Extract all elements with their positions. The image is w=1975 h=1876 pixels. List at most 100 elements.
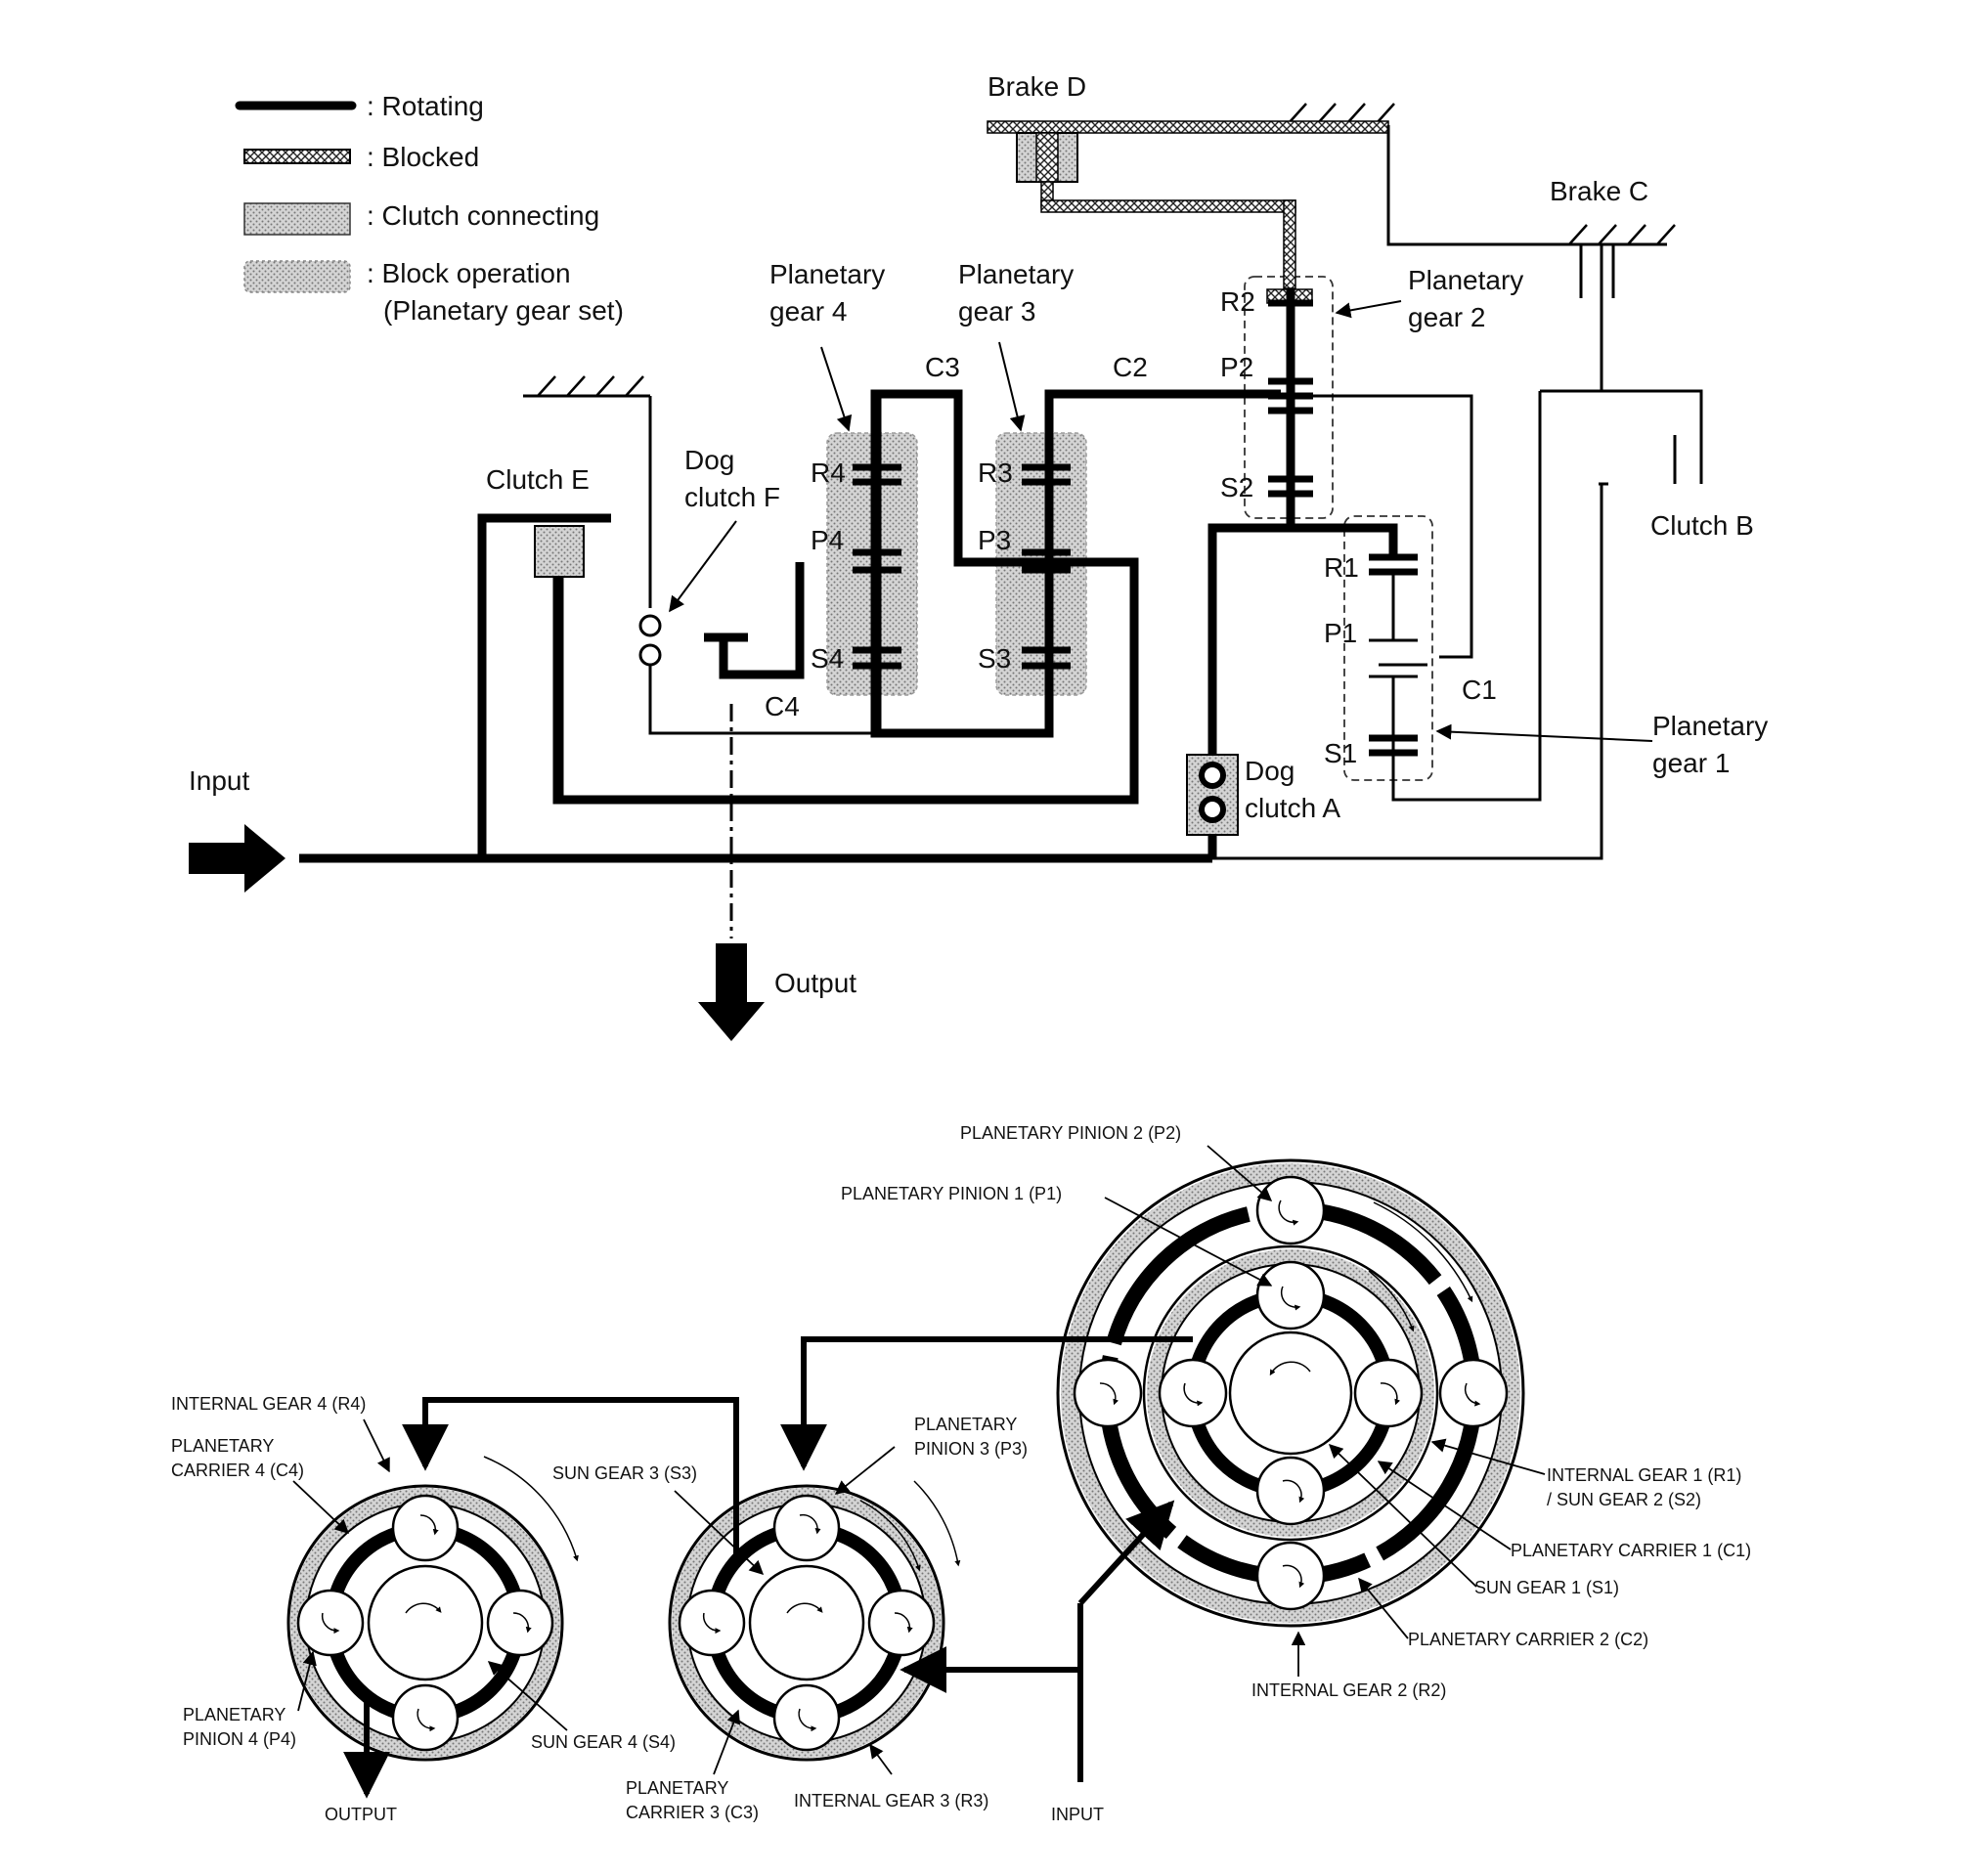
output-arrow: [698, 943, 765, 1041]
planetary-pinion-3-bottom: [772, 1683, 841, 1752]
gear-view: PLANETARY PINION 2 (P2) PLANETARY PINION…: [171, 1123, 1751, 1824]
c1-label: C1: [1462, 675, 1497, 705]
brake-d-pack-core: [1035, 132, 1059, 183]
dog-clutch-a-label-1: Dog: [1245, 756, 1295, 786]
r1-label: R1: [1324, 552, 1359, 583]
brake-d-drop: [1283, 199, 1296, 289]
planetary-gear-3-label-1: Planetary: [958, 259, 1074, 289]
planetary-gear-2-label-1: Planetary: [1408, 265, 1523, 295]
planetary-pinion-3-label-1: PLANETARY: [914, 1415, 1017, 1434]
c4-label: C4: [765, 691, 800, 721]
internal-gear-1-label-2: / SUN GEAR 2 (S2): [1547, 1490, 1701, 1509]
c2-label: C2: [1113, 352, 1148, 382]
planetary-pinion-2-left: [1073, 1358, 1143, 1428]
planetary-pinion-3-label-2: PINION 3 (P3): [914, 1439, 1028, 1459]
schematic-pointers: [669, 300, 1653, 742]
planetary-pinion-2-label: PLANETARY PINION 2 (P2): [960, 1123, 1181, 1143]
thin-lines: [648, 125, 1703, 860]
clutch-e-plates: [534, 525, 585, 578]
legend: : Rotating : Blocked : Clutch connecting…: [235, 91, 624, 326]
gear-view-leaders: [292, 1145, 1546, 1775]
planetary-pinion-4-left: [296, 1589, 365, 1657]
s1-label: S1: [1324, 738, 1357, 768]
dog-clutch-f-label-2: clutch F: [684, 482, 780, 512]
output-label-gear-view: OUTPUT: [325, 1805, 397, 1824]
dog-clutch-a-upper: [1199, 762, 1226, 789]
s4-label: S4: [811, 643, 844, 674]
planetary-gear-2-label-2: gear 2: [1408, 302, 1485, 332]
legend-blocked-label: : Blocked: [367, 142, 479, 172]
pg1-pg2-gearset: [1056, 1158, 1525, 1628]
s2-label: S2: [1220, 472, 1253, 502]
pg3-gearset: [668, 1480, 961, 1762]
p2-label: P2: [1220, 352, 1253, 382]
p4-label: P4: [811, 525, 844, 555]
planetary-carrier-3-label-1: PLANETARY: [626, 1778, 728, 1798]
sun-gear-4-label: SUN GEAR 4 (S4): [531, 1732, 676, 1752]
planetary-pinion-2-bottom: [1255, 1541, 1326, 1611]
brake-d-label: Brake D: [988, 71, 1086, 102]
legend-clutch-swatch: [243, 202, 351, 236]
clutch-e-label: Clutch E: [486, 464, 590, 495]
brake-d-top-bar: [987, 120, 1389, 134]
input-label-gear-view: INPUT: [1051, 1805, 1104, 1824]
planetary-carrier-4-label-1: PLANETARY: [171, 1436, 274, 1456]
planetary-pinion-3-right: [867, 1589, 936, 1657]
planetary-pinion-4-bottom: [391, 1683, 460, 1752]
planetary-gear-1-label-2: gear 1: [1652, 748, 1730, 778]
planetary-gear-1-label-1: Planetary: [1652, 711, 1768, 741]
dog-clutch-f-lower: [638, 643, 662, 667]
legend-rotating-label: : Rotating: [367, 91, 484, 121]
gear-flow-lines: [343, 1336, 1193, 1799]
brake-c-label: Brake C: [1550, 176, 1648, 206]
schematic-labels: Brake D Brake C Clutch B Clutch E Dog cl…: [189, 71, 1768, 998]
planetary-pinion-3-top: [772, 1494, 841, 1562]
planetary-gear-3-label-2: gear 3: [958, 296, 1035, 327]
internal-gear-1-label-1: INTERNAL GEAR 1 (R1): [1547, 1465, 1741, 1485]
planetary-pinion-4-top: [391, 1494, 460, 1562]
pg1-dashed-box: [1343, 515, 1433, 781]
gear-view-labels: PLANETARY PINION 2 (P2) PLANETARY PINION…: [171, 1123, 1751, 1824]
ground-hatches: [523, 103, 1676, 398]
planetary-carrier-1-label: PLANETARY CARRIER 1 (C1): [1511, 1541, 1751, 1560]
sun-gear-3-label: SUN GEAR 3 (S3): [552, 1463, 697, 1483]
r2-label: R2: [1220, 286, 1255, 317]
planetary-gear-4-label-1: Planetary: [769, 259, 885, 289]
pinion-shafts: [872, 303, 1295, 733]
sun-gear-4: [367, 1564, 484, 1681]
p1-label: P1: [1324, 618, 1357, 648]
planetary-pinion-4-right: [486, 1589, 554, 1657]
planetary-pinion-1-bottom: [1255, 1456, 1326, 1526]
legend-block-label-2: (Planetary gear set): [383, 295, 624, 326]
planetary-pinion-2-top: [1255, 1175, 1326, 1245]
dog-clutch-a-label-2: clutch A: [1245, 793, 1340, 823]
sun-gear-3: [748, 1564, 865, 1681]
input-arrow: [189, 824, 285, 893]
legend-block-label-1: : Block operation: [367, 258, 571, 288]
legend-clutch-label: : Clutch connecting: [367, 200, 599, 231]
p3-label: P3: [978, 525, 1011, 555]
planetary-pinion-2-right: [1438, 1358, 1509, 1428]
c3-label: C3: [925, 352, 960, 382]
sun-gear-1: [1228, 1331, 1353, 1456]
planetary-pinion-1-label: PLANETARY PINION 1 (P1): [841, 1184, 1062, 1203]
planetary-pinion-1-left: [1158, 1358, 1228, 1428]
s3-label: S3: [978, 643, 1011, 674]
pg1-pinion: [1369, 572, 1418, 800]
dog-clutch-f-label-1: Dog: [684, 445, 734, 475]
r3-label: R3: [978, 458, 1013, 488]
schematic: Brake D Brake C Clutch B Clutch E Dog cl…: [189, 71, 1768, 1041]
planetary-carrier-2-label: PLANETARY CARRIER 2 (C2): [1408, 1630, 1648, 1649]
internal-gear-4-label: INTERNAL GEAR 4 (R4): [171, 1394, 366, 1414]
planetary-pinion-4-label-2: PINION 4 (P4): [183, 1729, 296, 1749]
internal-gear-3-label: INTERNAL GEAR 3 (R3): [794, 1791, 988, 1811]
internal-gear-2-label: INTERNAL GEAR 2 (R2): [1251, 1680, 1446, 1700]
planetary-gear-4-label-2: gear 4: [769, 296, 847, 327]
planetary-carrier-4-label-2: CARRIER 4 (C4): [171, 1461, 304, 1480]
dog-clutch-a-lower: [1199, 796, 1226, 823]
planetary-pinion-1-right: [1353, 1358, 1424, 1428]
brake-d-mid-bar: [1040, 199, 1296, 213]
sun-gear-1-label: SUN GEAR 1 (S1): [1474, 1578, 1619, 1597]
